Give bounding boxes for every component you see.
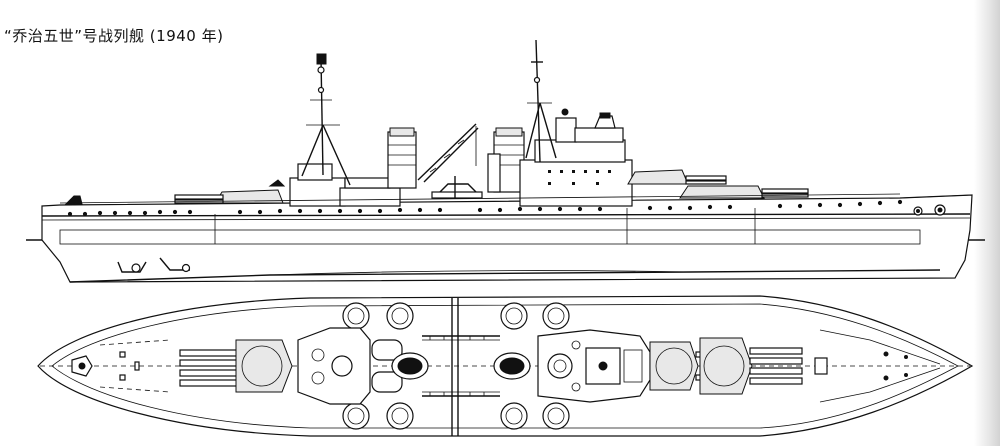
- side-bridge-superstructure: [519, 108, 633, 207]
- plan-bridge: [537, 329, 651, 403]
- portholes-row: [67, 199, 903, 217]
- plan-secondary-fore: [500, 302, 570, 430]
- side-turret-b: [627, 169, 727, 185]
- plan-turret-x: [179, 339, 293, 393]
- side-hull: [41, 194, 973, 283]
- side-foremast: [525, 39, 557, 163]
- aircraft-crane: [417, 123, 479, 183]
- side-funnel-fore: [487, 127, 525, 193]
- plan-funnel-fore: [493, 352, 531, 380]
- armour-belt: [59, 229, 921, 245]
- side-profile-view: [26, 39, 985, 283]
- side-turret-aft: [174, 179, 286, 204]
- deck-edge-line: [41, 213, 971, 217]
- side-aft-superstructure: [289, 53, 401, 207]
- plan-secondary-aft: [342, 302, 414, 430]
- plan-view: [37, 295, 974, 437]
- side-aircraft: [431, 176, 483, 199]
- plan-forecastle: [814, 329, 941, 403]
- drawing-caption: “乔治五世”号战列舰 (1940 年): [4, 27, 224, 45]
- plan-aft-superstructure: [297, 327, 403, 405]
- page-edge-shadow: [974, 0, 1000, 446]
- plan-funnel-aft: [391, 352, 429, 380]
- plan-turret-a: [699, 337, 803, 395]
- side-funnel-aft: [387, 127, 417, 189]
- plan-boat-deck: [422, 298, 500, 436]
